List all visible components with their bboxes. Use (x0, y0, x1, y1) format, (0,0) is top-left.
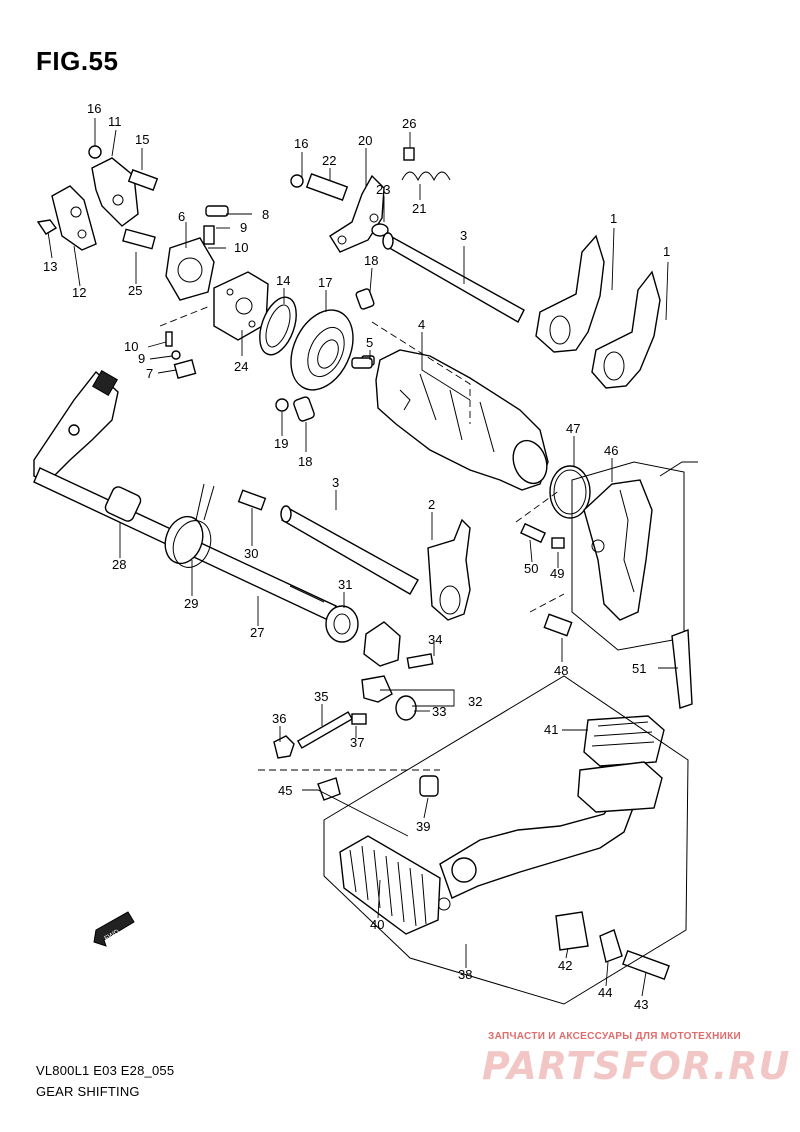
callout-label: 26 (402, 116, 416, 131)
callout-label: 10 (234, 240, 248, 255)
gearshift-cam-shaft-pin (351, 357, 373, 369)
callout-label: 49 (550, 566, 564, 581)
callout-label: 12 (72, 285, 86, 300)
callout-label: 42 (558, 958, 572, 973)
callout-label: 48 (554, 663, 568, 678)
callout-label: 7 (146, 366, 153, 381)
callout-label: 27 (250, 625, 264, 640)
gearshift-fork-lower (427, 518, 471, 621)
cam-guide-plate (36, 185, 97, 251)
callout-label: 29 (184, 596, 198, 611)
callout-label: 30 (244, 546, 258, 561)
cam-stopper-plate (88, 145, 139, 227)
callout-label: 20 (358, 133, 372, 148)
leader-lines (47, 118, 678, 997)
callout-label: 3 (332, 475, 339, 490)
gearshift-forks-upper (535, 234, 661, 389)
o-ring-and-bearing (259, 296, 354, 391)
small-parts-left (165, 331, 197, 379)
callout-label: 18 (364, 253, 378, 268)
gearshift-cam (375, 349, 549, 491)
callout-label: 11 (108, 114, 122, 129)
callout-label: 44 (598, 985, 612, 1000)
callout-label: 16 (87, 101, 101, 116)
callout-label: 3 (460, 228, 467, 243)
callout-label: 9 (240, 220, 247, 235)
small-parts-right (519, 522, 693, 709)
callout-label: 50 (524, 561, 538, 576)
gearshift-pedal (437, 791, 637, 911)
callout-label: 46 (604, 443, 618, 458)
callout-label: 8 (262, 207, 269, 222)
callout-label: 1 (610, 211, 617, 226)
gearshift-fork-shaft-upper (382, 232, 525, 323)
callout-label: 10 (124, 339, 138, 354)
callout-label: 38 (458, 967, 472, 982)
pedal-mount-parts (317, 775, 670, 980)
return-spring (164, 483, 215, 568)
gearshift-fork-shaft-lower (280, 505, 419, 595)
callout-label: 13 (43, 259, 57, 274)
callout-label: 15 (135, 132, 149, 147)
callout-label: 33 (432, 704, 446, 719)
callout-label: 19 (274, 436, 288, 451)
callout-label: 45 (278, 783, 292, 798)
callout-label: 22 (322, 153, 336, 168)
gearshift-cam-driven-gear (165, 205, 229, 301)
gearshift-arm (33, 370, 119, 483)
callout-label: 1 (663, 244, 670, 259)
callout-label: 40 (370, 917, 384, 932)
watermark-tagline: ЗАПЧАСТИ И АКСЕССУАРЫ ДЛЯ МОТОТЕХНИКИ (488, 1031, 741, 1042)
shift-linkage (273, 675, 417, 759)
pedal-pad-lower (577, 761, 663, 813)
callout-label: 37 (350, 735, 364, 750)
callout-label: 43 (634, 997, 648, 1012)
callout-label: 2 (428, 497, 435, 512)
callout-label: 16 (294, 136, 308, 151)
callout-label: 23 (376, 182, 390, 197)
callout-label: 4 (418, 317, 425, 332)
model-code: VL800L1 E03 E28_055 (36, 1063, 175, 1078)
bolts-middle (237, 489, 434, 669)
callout-label: 5 (366, 335, 373, 350)
callout-label: 51 (632, 661, 646, 676)
fwd-arrow-icon (93, 911, 135, 947)
pedal-pad-upper (583, 715, 665, 767)
figure-title: FIG.55 (36, 46, 119, 76)
callout-label: 21 (412, 201, 426, 216)
callout-label: 25 (128, 283, 142, 298)
callout-label: 39 (416, 819, 430, 834)
callout-label: 35 (314, 689, 328, 704)
callout-label: 14 (276, 273, 290, 288)
screws-upper-left (122, 169, 159, 250)
section-name: GEAR SHIFTING (36, 1084, 140, 1099)
assembly-frame-lines (159, 305, 689, 1005)
callout-label: 18 (298, 454, 312, 469)
callout-label: 9 (138, 351, 145, 366)
callout-label: 28 (112, 557, 126, 572)
gearshift-cam-stopper (213, 271, 269, 341)
watermark-logo: PARTSFOR.RU (482, 1044, 791, 1088)
callout-label: 36 (272, 711, 286, 726)
callout-label: 6 (178, 209, 185, 224)
callout-label: 32 (468, 694, 482, 709)
callout-label: 31 (338, 577, 352, 592)
pedal-rubber-grip (339, 835, 441, 935)
callout-label: 47 (566, 421, 580, 436)
callout-label: 17 (318, 275, 332, 290)
callout-label: 34 (428, 632, 442, 647)
callout-label: 24 (234, 359, 248, 374)
gear-position-sensor (583, 461, 698, 621)
plate-and-screw-top (290, 147, 451, 253)
callout-label: 41 (544, 722, 558, 737)
cover-o-ring (549, 465, 591, 519)
callout-labels: 16 11 15 13 12 6 8 9 10 25 16 22 20 26 2… (43, 101, 670, 1012)
